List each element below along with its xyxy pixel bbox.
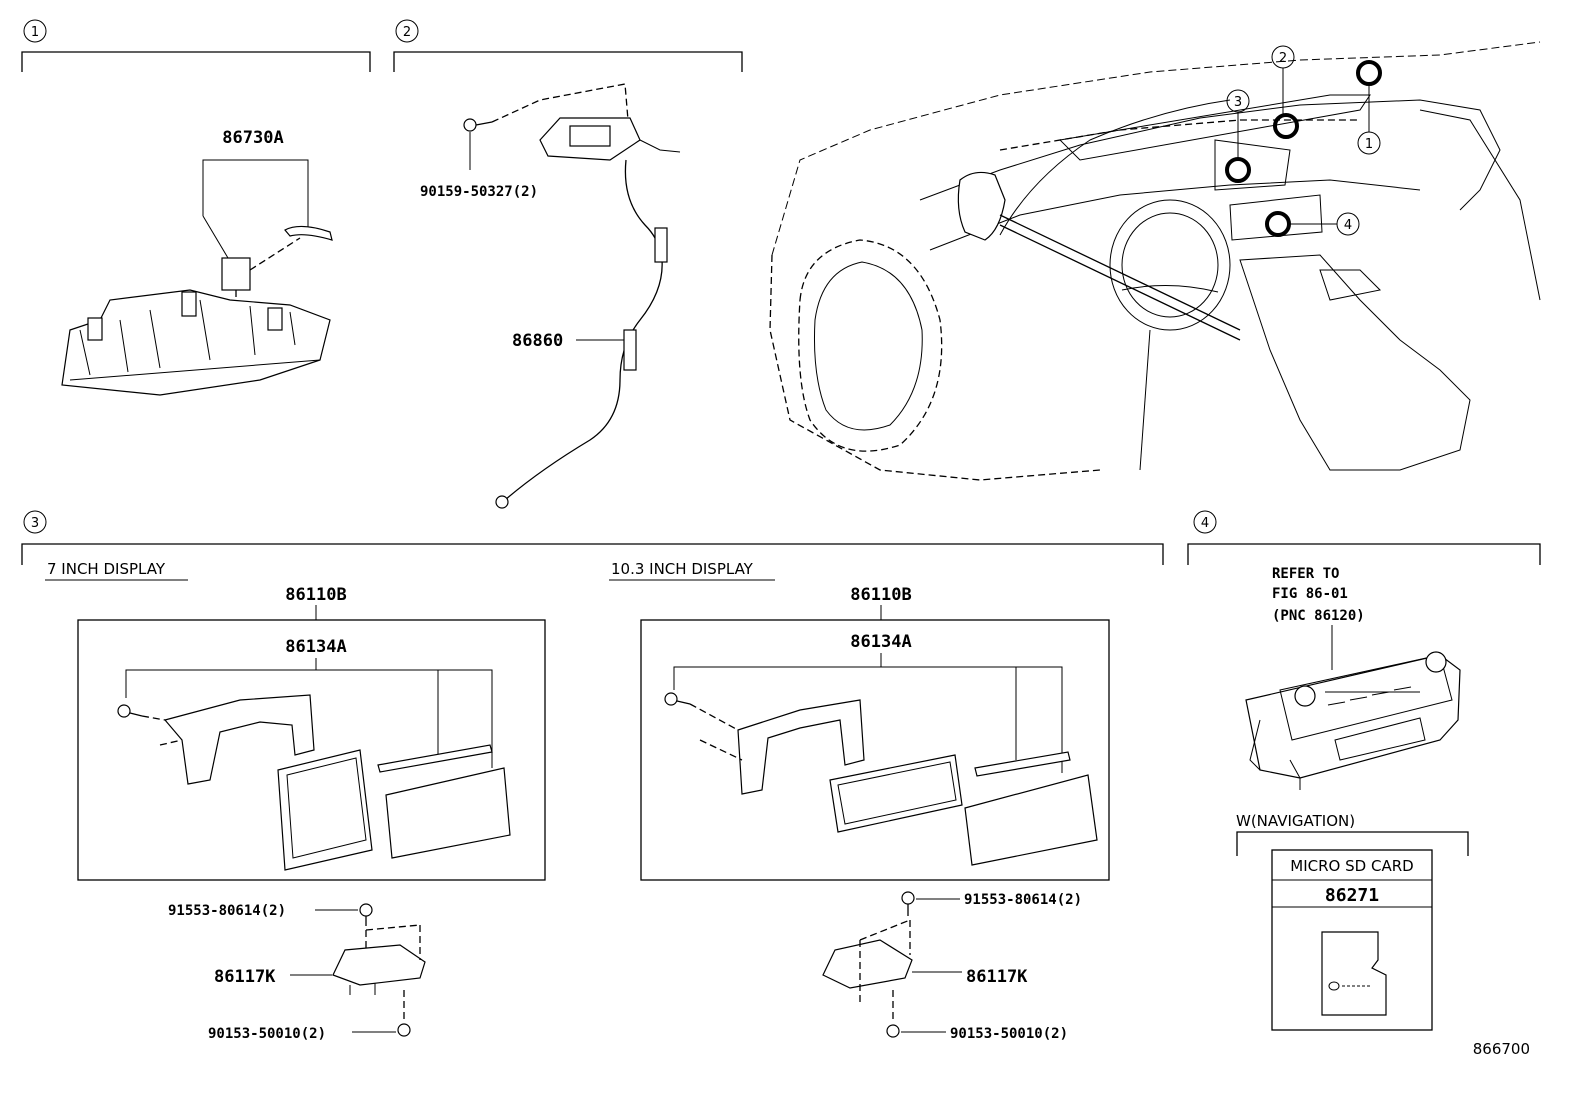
section-3-bracket: [21, 543, 1164, 565]
part-bezel-frame-left: [141, 694, 315, 785]
sd-card-box: MICRO SD CARD 86271: [1271, 849, 1433, 1031]
part-label-86134A-right: 86134A: [850, 632, 911, 652]
subtitle-7-inch-display: 7 INCH DISPLAY: [47, 560, 166, 578]
part-antenna-module: [491, 83, 681, 161]
screw-90159-50327: [463, 118, 493, 170]
section-3-marker: 3: [23, 510, 47, 534]
overview-dashboard: [919, 94, 1541, 471]
section-1-number: 1: [31, 25, 39, 40]
option-label-navigation: W(NAVIGATION): [1236, 812, 1355, 830]
part-label-90159-50327: 90159-50327(2): [420, 184, 538, 200]
location-marker-3: [1225, 157, 1251, 183]
part-86730A-clip: [221, 225, 333, 291]
part-label-90153-50010-right: 90153-50010(2): [950, 1026, 1068, 1042]
part-label-86730A: 86730A: [222, 128, 283, 148]
part-label-90153-50010-left: 90153-50010(2): [208, 1026, 326, 1042]
screw-left-top: [117, 704, 143, 718]
overview-wheel: [798, 239, 943, 452]
section-4-bracket: [1187, 543, 1541, 565]
part-display-glass-right: [964, 751, 1098, 866]
sd-card-title: MICRO SD CARD: [1290, 857, 1413, 875]
part-label-86110B-left: 86110B: [285, 585, 346, 605]
section-1: 1 86730A: [21, 19, 371, 396]
section-2-marker: 2: [395, 19, 419, 43]
overview-callout-1: 1: [1365, 137, 1373, 152]
part-lcd-panel-left: [277, 749, 373, 871]
subtitle-10-3-inch-display: 10.3 INCH DISPLAY: [611, 560, 754, 578]
location-marker-2: [1273, 113, 1299, 139]
screw-91553-80614-right: [901, 891, 915, 916]
micro-sd-card-icon: [1321, 931, 1387, 1016]
part-ceiling-console: [61, 289, 331, 396]
section-1-marker: 1: [23, 19, 47, 43]
screw-90153-50010-left: [397, 990, 411, 1037]
part-lcd-panel-right: [829, 754, 963, 833]
section-3-number: 3: [31, 516, 39, 531]
part-label-86860: 86860: [512, 331, 563, 351]
refer-text-line-1: REFER TO: [1272, 566, 1339, 582]
screw-right-top: [664, 692, 691, 706]
section-2-bracket: [393, 51, 743, 72]
section-2: 2 90159-50327(2) 86860: [393, 19, 743, 509]
part-bezel-frame-right: [689, 699, 865, 795]
overview-callout-4: 4: [1344, 218, 1352, 233]
part-bracket-86117K-left: [332, 924, 426, 995]
leader-86730A: [202, 159, 309, 230]
section-1-bracket: [21, 51, 371, 72]
part-audio-head-unit: [1245, 651, 1461, 790]
display-10-inch-group: 10.3 INCH DISPLAY 86110B 86134A: [609, 560, 1110, 1042]
part-display-glass-left: [377, 744, 511, 859]
overview-steering-wheel: [1109, 199, 1231, 471]
vehicle-overview: 1 2 3 4: [769, 41, 1541, 481]
section-4: 4 REFER TO FIG 86-01 (PNC 86120) W(NAVIG…: [1187, 510, 1541, 1031]
overview-callouts: 1 2 3 4: [1225, 45, 1382, 237]
display-7-inch-group: 7 INCH DISPLAY 86110B 86134A: [45, 560, 546, 1042]
screw-90153-50010-right: [886, 990, 900, 1038]
part-bracket-86117K-right: [822, 919, 913, 1005]
refer-text-line-3: (PNC 86120): [1272, 608, 1365, 624]
overview-callout-2: 2: [1279, 51, 1287, 66]
part-label-86117K-right: 86117K: [966, 967, 1028, 987]
figure-id: 866700: [1473, 1040, 1530, 1058]
section-4-marker: 4: [1193, 510, 1217, 534]
section-2-number: 2: [403, 25, 411, 40]
location-marker-1: [1356, 60, 1382, 86]
location-marker-4: [1265, 211, 1291, 237]
screw-91553-80614-left: [359, 903, 373, 926]
section-3: 3 7 INCH DISPLAY 86110B 86134A: [21, 510, 1164, 1042]
navigation-bracket: [1236, 831, 1469, 856]
part-label-86110B-right: 86110B: [850, 585, 911, 605]
assembly-box-86110B-left: [77, 619, 546, 881]
part-label-86134A-left: 86134A: [285, 637, 346, 657]
overview-mirror-and-pillar: [957, 99, 1241, 341]
part-label-91553-80614-right: 91553-80614(2): [964, 892, 1082, 908]
part-label-91553-80614-left: 91553-80614(2): [168, 903, 286, 919]
part-cable-86860: [495, 159, 668, 509]
part-label-86117K-left: 86117K: [214, 967, 276, 987]
section-4-number: 4: [1201, 516, 1209, 531]
part-label-86271: 86271: [1325, 885, 1379, 906]
refer-text-line-2: FIG 86-01: [1272, 586, 1348, 602]
assembly-box-86110B-right: [640, 619, 1110, 881]
overview-callout-3: 3: [1234, 95, 1242, 110]
